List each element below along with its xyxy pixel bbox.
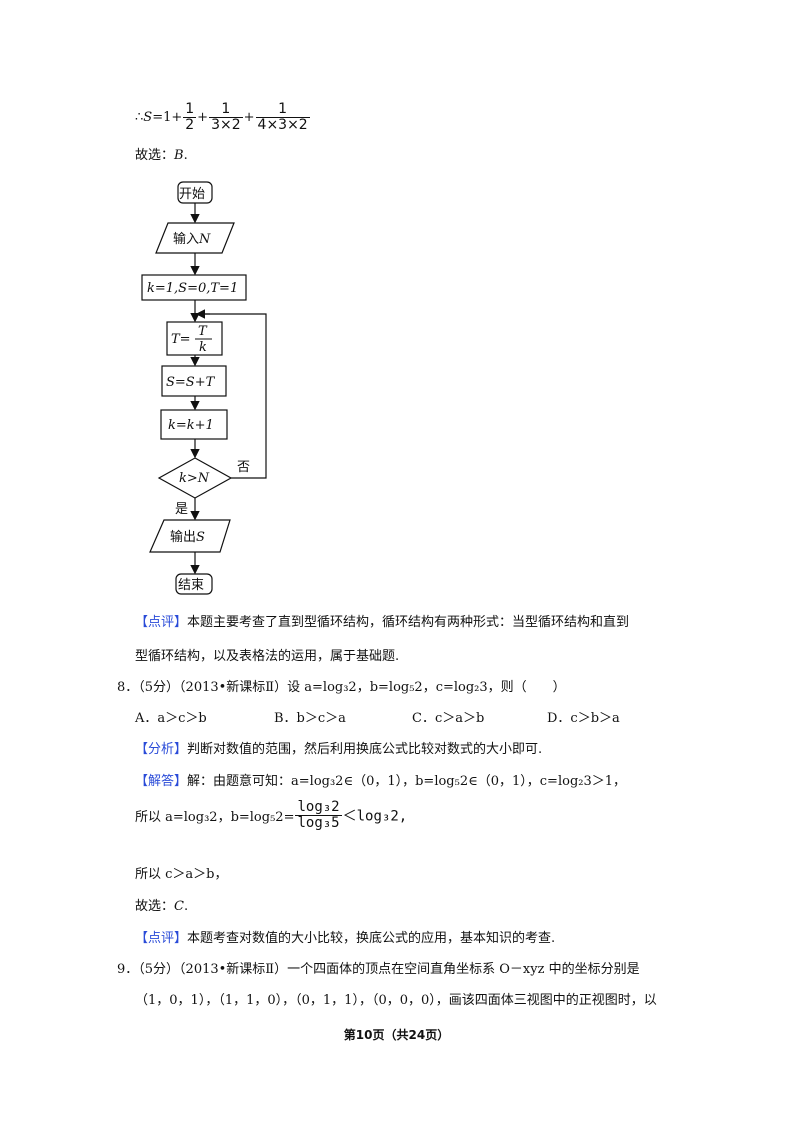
k-update-label: k=k+1 (168, 418, 214, 433)
output-label: 输出S (170, 529, 205, 545)
end-label: 结束 (178, 578, 204, 593)
end-node (175, 573, 213, 595)
q8-option-c: C．c＞a＞b (412, 711, 485, 726)
fraction-3-num: 1 (278, 101, 288, 117)
page-footer: 第10页（共24页） (343, 1028, 450, 1042)
fraction-1-num: 1 (185, 101, 195, 117)
choose-c-answer: C (174, 899, 184, 914)
loop-back-line (195, 313, 267, 479)
comment-text: 本题主要考查了直到型循环结构，循环结构有两种形式：当型循环结构和直到 (187, 615, 630, 630)
yes-label: 是 (175, 502, 188, 517)
comment-tag: 【点评】 (135, 615, 188, 630)
sum-equals: =1+ (152, 110, 183, 125)
fraction-1-den: 2 (183, 117, 197, 133)
conclusion-line: 所以 c＞a＞b， (135, 867, 228, 882)
log-fraction-den: log₃5 (295, 815, 342, 831)
question-8-stem: 8．（5分）（2013•新课标Ⅱ）设 a=log₃2，b=log₅2，c=log… (117, 680, 566, 695)
condition-label: k>N (179, 471, 210, 486)
comment-7-line2: 型循环结构，以及表格法的运用，属于基础题. (135, 649, 400, 664)
therefore-symbol: ∴ (135, 110, 144, 125)
fraction-2-num: 1 (221, 101, 231, 117)
s-update-node (161, 365, 227, 397)
s-update-label: S=S+T (166, 375, 216, 390)
output-node (149, 519, 231, 553)
comment-8: 【点评】本题考查对数值的大小比较，换底公式的应用，基本知识的考查. (135, 927, 555, 946)
no-label: 否 (237, 460, 250, 475)
t-left-label: T= (171, 332, 191, 347)
q8-option-d: D．c＞b＞a (547, 711, 620, 726)
q8-option-a: A．a＞c＞b (135, 711, 207, 726)
input-label: 输入N (173, 231, 211, 247)
q8-option-b: B．b＞c＞a (274, 711, 346, 726)
t-den-label: k (199, 340, 207, 355)
fraction-2-den: 3×2 (209, 117, 243, 133)
answer-8: 【解答】解：由题意可知：a=log₃2∈（0，1），b=log₅2∈（0，1），… (135, 770, 626, 789)
plus-1: + (197, 110, 209, 125)
choose-c-suffix: . (183, 899, 189, 914)
flowchart: 开始 输入N k=1,S=0,T=1 T= T k S=S+T k=k+1 k>… (141, 181, 267, 595)
answer-tag: 【解答】 (135, 774, 188, 789)
k-update-node (160, 409, 228, 440)
choose-b-line: 故选：B. (135, 144, 188, 163)
init-node (141, 274, 247, 301)
comment-8-text: 本题考查对数值的大小比较，换底公式的应用，基本知识的考查. (187, 931, 556, 946)
init-label: k=1,S=0,T=1 (147, 281, 238, 296)
answer-text: 解：由题意可知：a=log₃2∈（0，1），b=log₅2∈（0，1），c=lo… (187, 774, 627, 789)
fraction-3-den: 4×3×2 (255, 117, 310, 133)
input-node (155, 222, 235, 254)
start-label: 开始 (179, 187, 205, 202)
choose-c-line: 故选：C. (135, 895, 188, 914)
choose-answer: B (174, 148, 184, 163)
log-prefix: 所以 a=log₃2，b=log₅2= (135, 810, 295, 825)
choose-c-prefix: 故选： (135, 899, 175, 914)
question-9-line2: （1，0，1），（1，1，0），（0，1，1），（0，0，0），画该四面体三视图… (135, 993, 657, 1008)
log-rest: ＜log₃2, (342, 808, 408, 825)
comment-7-line1: 【点评】本题主要考查了直到型循环结构，循环结构有两种形式：当型循环结构和直到 (135, 611, 629, 630)
question-9-line1: 9．（5分）（2013•新课标Ⅱ）一个四面体的顶点在空间直角坐标系 O－xyz … (117, 962, 640, 977)
analysis-text: 判断对数值的范围，然后利用换底公式比较对数式的大小即可. (187, 742, 543, 757)
choose-suffix: . (183, 148, 188, 163)
log-fraction-num: log₃2 (297, 799, 340, 815)
comment-8-tag: 【点评】 (135, 931, 188, 946)
analysis-tag: 【分析】 (135, 742, 188, 757)
choose-prefix: 故选： (135, 148, 175, 163)
analysis-8: 【分析】判断对数值的范围，然后利用换底公式比较对数式的大小即可. (135, 738, 542, 757)
plus-2: + (243, 110, 255, 125)
sum-variable: S (143, 110, 153, 125)
t-num-label: T (198, 324, 208, 339)
